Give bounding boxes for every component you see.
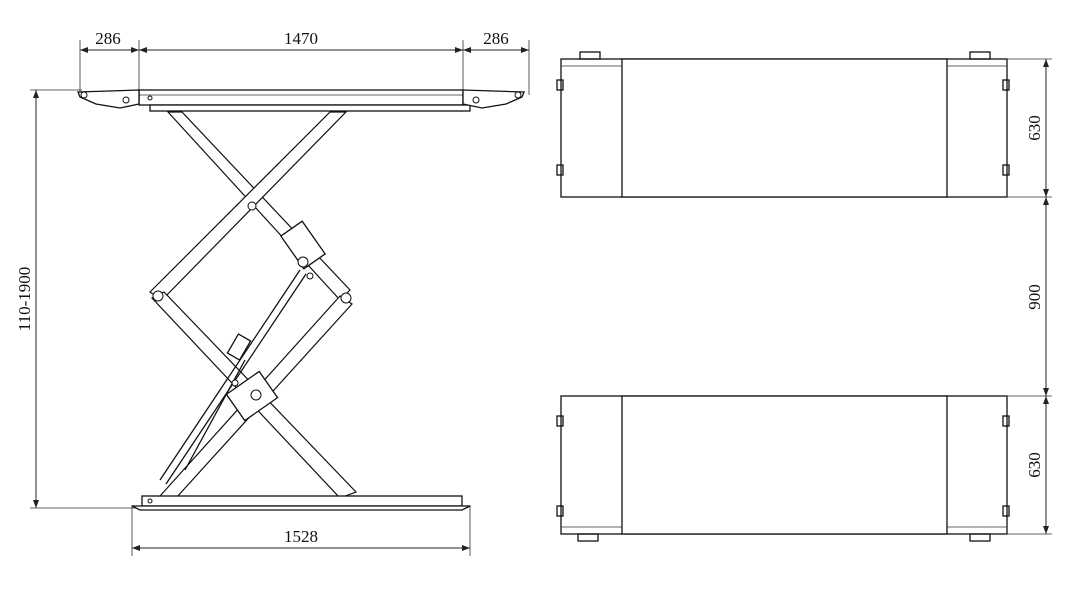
platform-beam [138, 89, 464, 106]
upper-arm-a [166, 111, 351, 301]
pivot-pin-right [340, 292, 352, 304]
upper-right-clip [969, 51, 991, 60]
upper-left-tab-2 [556, 164, 564, 176]
top-view: 630 900 630 [556, 51, 1052, 542]
upper-bracket [279, 220, 327, 270]
right-ramp-pin-2 [472, 96, 480, 104]
left-ramp-pin [80, 91, 88, 99]
upper-platform-deck [621, 58, 948, 198]
right-extension-ramp [462, 89, 525, 109]
width-dimensions: 630 900 630 [1007, 58, 1052, 535]
top-dimension: 286 1470 286 [79, 29, 530, 95]
upper-right-tab-2 [1002, 164, 1010, 176]
lower-left-clip [577, 533, 599, 542]
lower-left-tab-1 [556, 415, 564, 427]
dim-gap: 900 [1025, 284, 1044, 310]
dim-platform-width-lower: 630 [1025, 452, 1044, 478]
pivot-pin-upper [247, 201, 257, 211]
lower-right-tab-1 [1002, 415, 1010, 427]
cylinder-block [226, 333, 252, 361]
lower-right-tab-2 [1002, 505, 1010, 517]
pivot-pin-small [231, 379, 239, 387]
pivot-pin-bracket-2 [306, 272, 314, 280]
upper-right-tab-1 [1002, 79, 1010, 91]
base-plate [141, 495, 463, 507]
platform-pin [147, 95, 153, 101]
base-foot [131, 505, 471, 511]
left-ramp-pin-2 [122, 96, 130, 104]
upper-left-clip [579, 51, 601, 60]
dim-right-extension: 286 [483, 29, 509, 48]
lift-platform [77, 89, 525, 112]
pivot-pin-bracket [297, 256, 309, 268]
pivot-pin-center [250, 389, 262, 401]
dim-base: 1528 [284, 527, 318, 546]
lower-platform-deck [621, 395, 948, 535]
pivot-pin-left [152, 290, 164, 302]
base-dimension: 1528 [131, 505, 471, 556]
dim-height: 110-1900 [15, 267, 34, 332]
platform-top-upper [556, 51, 1010, 198]
upper-left-tab-1 [556, 79, 564, 91]
lower-right-clip [969, 533, 991, 542]
hydraulic-cylinder-1 [159, 269, 301, 481]
scissor-mechanism [149, 111, 358, 499]
lower-left-tab-2 [556, 505, 564, 517]
platform-underside [149, 104, 471, 112]
right-ramp-pin [514, 91, 522, 99]
platform-top-lower [556, 395, 1010, 542]
dim-platform-width-upper: 630 [1025, 115, 1044, 141]
dim-top-width: 1470 [284, 29, 318, 48]
base-pin [147, 498, 153, 504]
dim-left-extension: 286 [95, 29, 121, 48]
left-extension-ramp [77, 89, 140, 109]
hydraulic-cylinder-2 [184, 359, 246, 471]
hydraulic-cylinder-1-edge [165, 273, 307, 485]
lift-base [131, 495, 471, 511]
side-view: 286 1470 286 110-1900 1528 [15, 29, 530, 556]
height-dimension: 110-1900 [15, 89, 140, 509]
